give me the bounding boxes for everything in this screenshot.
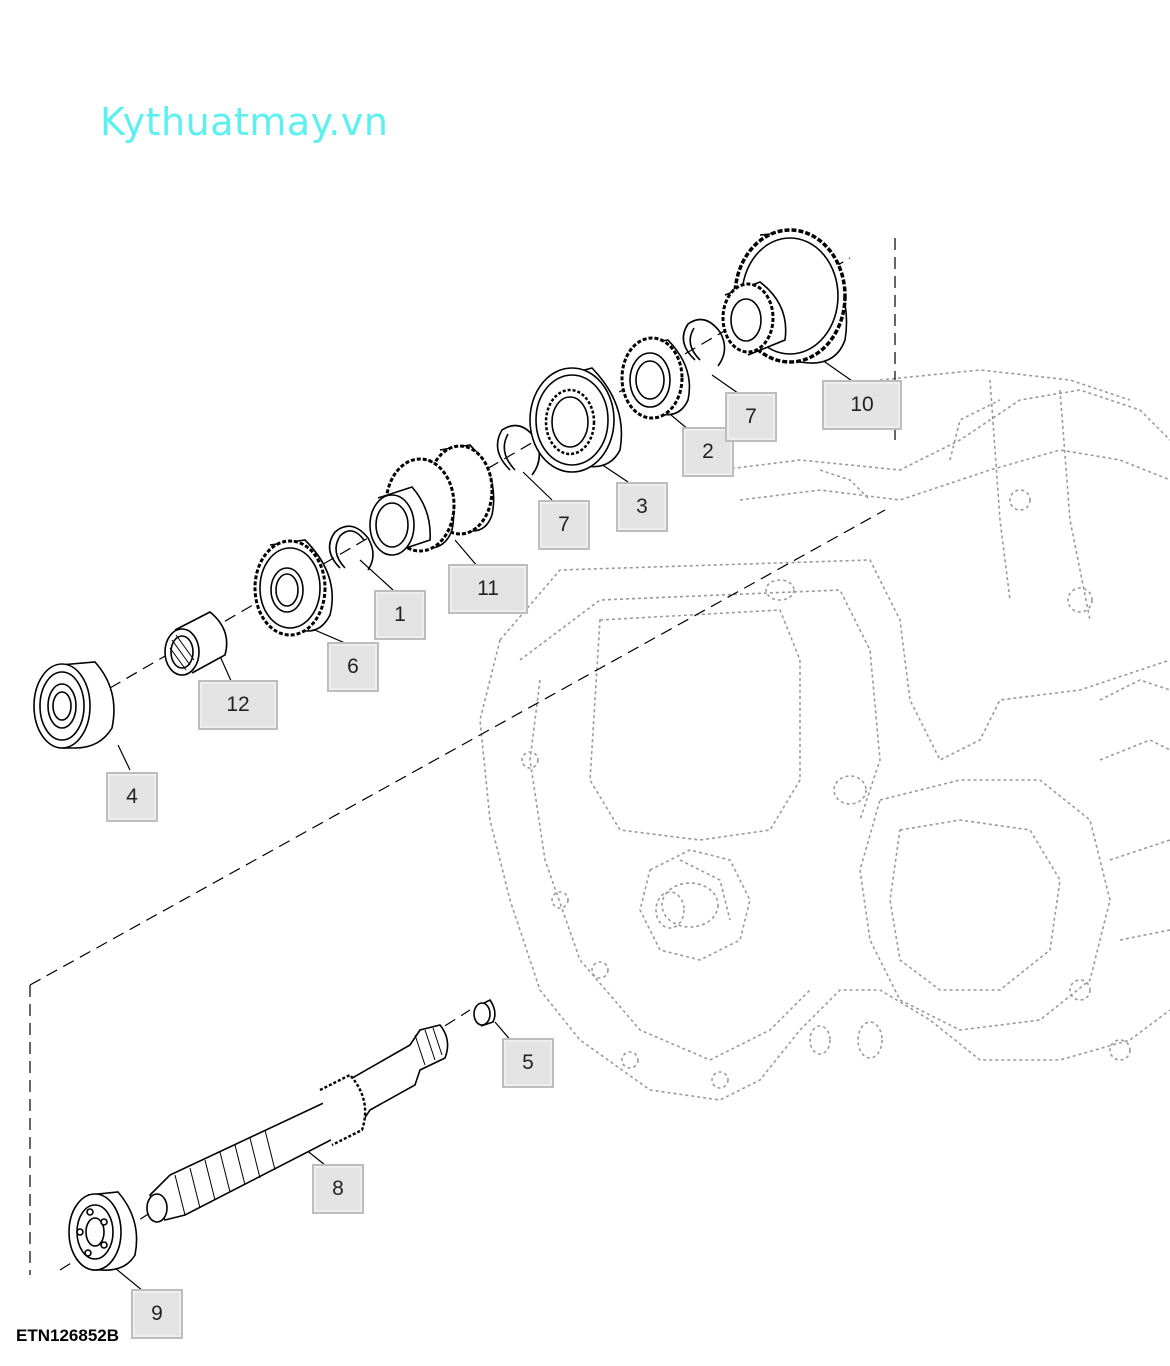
callout-7-upper: 7 xyxy=(725,392,777,442)
part-snap-ring-7-upper xyxy=(682,318,726,367)
part-bearing-4 xyxy=(33,661,115,749)
part-gear-6 xyxy=(253,539,333,637)
callout-10: 10 xyxy=(822,380,902,430)
part-bearing-9 xyxy=(68,1191,138,1272)
part-snap-ring-7-lower xyxy=(496,424,541,476)
part-coupler-sleeve-3 xyxy=(529,367,623,473)
callout-8: 8 xyxy=(312,1164,364,1214)
callout-11: 11 xyxy=(448,564,528,614)
part-double-gear-11 xyxy=(369,444,495,556)
part-needle-bearing-12 xyxy=(164,611,228,676)
callout-7-lower: 7 xyxy=(538,500,590,550)
callout-4: 4 xyxy=(106,772,158,822)
watermark-text: Kythuatmay.vn xyxy=(100,100,389,144)
callout-1: 1 xyxy=(374,590,426,640)
callout-6: 6 xyxy=(327,642,379,692)
callout-9: 9 xyxy=(131,1289,183,1339)
part-snap-ring-1 xyxy=(328,525,374,571)
callout-3: 3 xyxy=(616,482,668,532)
transmission-housing xyxy=(479,369,1170,1101)
part-plug-5 xyxy=(473,998,496,1027)
part-large-gear-10 xyxy=(721,228,848,364)
part-hub-2 xyxy=(620,336,691,420)
callout-5: 5 xyxy=(502,1038,554,1088)
figure-code: ETN126852B xyxy=(16,1326,120,1345)
callout-12: 12 xyxy=(198,680,278,730)
leader-lines xyxy=(114,354,856,1292)
part-shaft-8 xyxy=(146,1024,449,1223)
